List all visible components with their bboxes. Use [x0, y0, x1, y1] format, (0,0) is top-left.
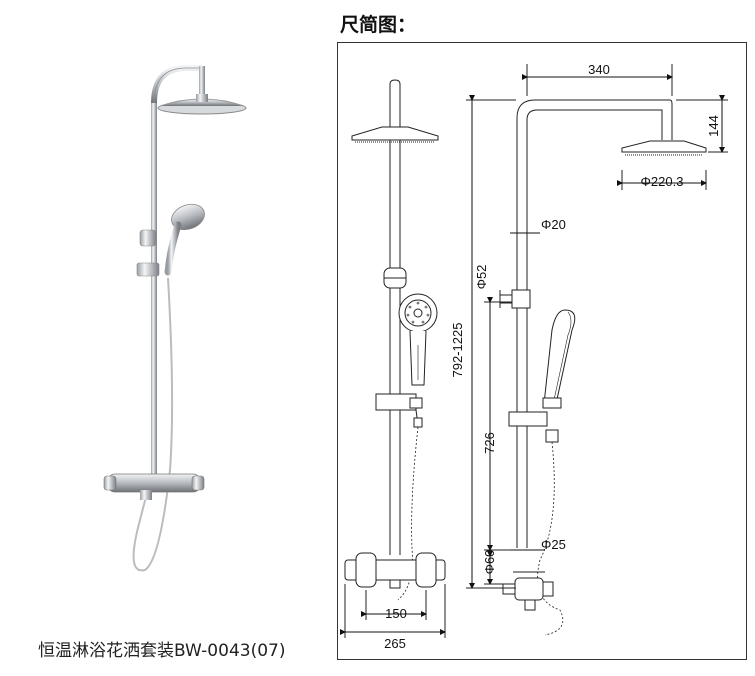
drawing-title: 尺简图： [340, 14, 417, 36]
side-view-drawing [466, 64, 728, 636]
dimension-labels: 340 144 Φ220.3 Φ20 Φ52 792-1225 726 Φ25 … [384, 62, 721, 651]
front-view-drawing [340, 79, 446, 638]
dim-valve-width: 265 [384, 636, 406, 651]
dim-arm-length: 340 [588, 62, 610, 77]
dim-height-range: 792-1225 [450, 323, 465, 378]
drawing-frame [337, 42, 747, 660]
product-photo [103, 65, 247, 572]
product-caption: 恒温淋浴花洒套装BW-0043(07) [38, 641, 286, 661]
dim-inlet-spacing: 150 [385, 606, 407, 621]
dim-valve-height: Φ60 [482, 550, 497, 575]
dim-pipe-upper: Φ20 [541, 217, 566, 232]
dim-pipe-lower: Φ25 [541, 537, 566, 552]
dim-holder-diameter: Φ52 [474, 265, 489, 290]
dim-head-drop: 144 [706, 115, 721, 137]
dim-head-diameter: Φ220.3 [641, 174, 684, 189]
dim-slide-length: 726 [482, 432, 497, 454]
